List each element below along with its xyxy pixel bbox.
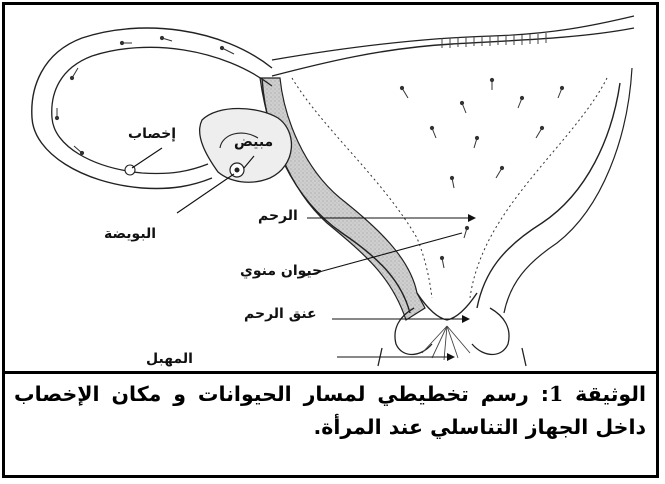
label-vagina: المهبل — [146, 351, 193, 367]
reproductive-system-figure: إخصاب مبيض البويضة الرحم حيوان منوي عنق … — [22, 8, 642, 368]
uterus-fundus — [272, 28, 634, 76]
caption-prefix: الوثيقة — [563, 382, 646, 406]
cervix — [417, 293, 477, 320]
reproductive-system-diagram — [22, 8, 642, 368]
document-caption: الوثيقة 1: رسم تخطيطي لمسار الحيوانات و … — [14, 378, 646, 474]
endometrium-right — [470, 78, 607, 298]
label-uterus: الرحم — [258, 208, 298, 224]
uterus-left-wall — [260, 78, 425, 320]
caption-number: 1 — [549, 382, 563, 406]
caption-divider — [2, 371, 659, 374]
label-sperm: حيوان منوي — [240, 263, 322, 279]
label-fertilization: إخصاب — [128, 126, 176, 142]
label-cervix: عنق الرحم — [244, 306, 317, 322]
label-ovule: البويضة — [104, 226, 156, 242]
label-ovary: مبيض — [234, 134, 273, 150]
uterus-right-wall — [477, 83, 620, 308]
